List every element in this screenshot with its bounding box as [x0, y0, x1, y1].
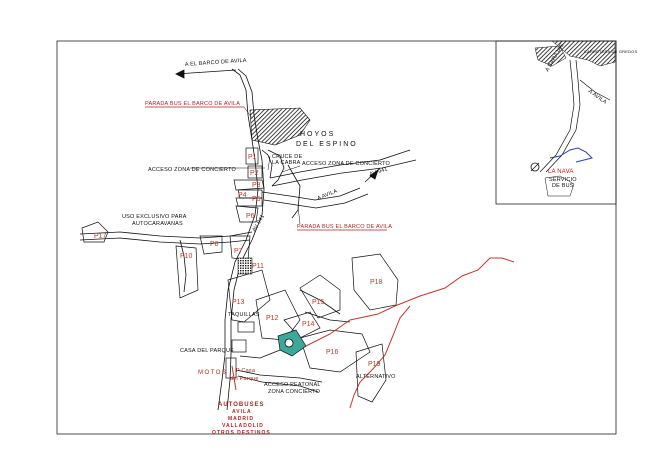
alternative-route-2: [349, 305, 411, 409]
parking-p16: P16: [326, 349, 339, 356]
alternative-label: ALTERNATIVO: [356, 374, 396, 380]
inset-bus-route: [549, 147, 593, 163]
parking-p11: P11: [252, 263, 264, 270]
parking-p14: P14: [302, 321, 315, 328]
p11-hatch: [237, 257, 253, 275]
destination-4: OTROS DESTINOS: [212, 430, 271, 436]
motorhome-label-2: AUTOCARAVANAS: [132, 221, 183, 227]
pedestrian-access-2: ZONA CONCIERTO: [268, 389, 321, 395]
inset-la-nava: LA NAVA: [548, 169, 574, 175]
parking-p5: P5: [252, 196, 261, 203]
cruce-label-2: LA CABRA: [272, 160, 301, 166]
parking-p15: P15: [312, 299, 325, 306]
destination-2: MADRID: [228, 416, 254, 422]
bus-stop-pointer-2: [297, 205, 301, 225]
parking-p2: P2: [250, 170, 259, 177]
motorbikes-label: MOTOS: [198, 370, 227, 376]
inset-map: A BARAJAS A AVILA CARRETERA DE GREDOS LA…: [530, 40, 637, 197]
inset-service-1: SERVICIO: [549, 177, 577, 183]
village-area: [249, 107, 311, 146]
concert-access-label-2: ACCESO ZONA DE CONCIERTO: [302, 161, 391, 167]
park-house-parking-2: del Parque: [230, 376, 259, 382]
bus-stop-label-1: PARADA BUS EL BARCO DE AVILA: [145, 101, 240, 107]
village-name-1: HOYOS: [300, 131, 335, 138]
parking-p18: P18: [370, 279, 383, 286]
parking-p17: P17: [94, 233, 107, 240]
alternative-route: [305, 257, 515, 347]
parking-p10: P10: [180, 253, 193, 260]
parking-p12: P12: [266, 315, 279, 322]
parking-p3: P3: [252, 182, 261, 189]
bus-stop-pointer-1: [243, 106, 253, 119]
parking-p8: P8: [210, 241, 219, 248]
parking-p4: P4: [238, 192, 247, 199]
callout-lines: [190, 155, 301, 173]
ticket-office-label: TAQUILLAS: [228, 312, 260, 318]
parking-p13: P13: [232, 299, 245, 306]
to-el-barco-label: A EL BARCO DE AVILA: [185, 58, 247, 68]
parking-p1-top: P1: [248, 154, 257, 161]
alternative-route-3: [231, 365, 237, 391]
parking-p6: P6: [246, 213, 255, 220]
pedestrian-access-1: ACCESO PEATONAL: [264, 382, 321, 388]
inset-town-area-2: [534, 45, 567, 67]
parking-labels: P1 P2 P3 P4 P5 P6 P7 P8 P10 P11 P12 P13 …: [94, 154, 383, 368]
cruce-label-1: CRUCE DE: [272, 154, 302, 160]
parking-p7: P7: [234, 248, 243, 255]
av941-label-1: AV 941: [369, 166, 389, 178]
destination-3: VALLADOLID: [222, 423, 264, 429]
buses-label: AUTOBUSES: [218, 402, 265, 408]
concert-access-label-1: ACCESO ZONA DE CONCIERTO: [148, 167, 237, 173]
to-avila-label: A AVILA: [317, 188, 339, 202]
inset-service-2: DE BUS: [552, 183, 574, 189]
bus-stop-label-2: PARADA BUS EL BARCO DE AVILA: [297, 224, 392, 230]
stage-icon: [284, 338, 294, 348]
parking-p19: P19: [368, 361, 381, 368]
park-house-parking-1: P Casa: [236, 368, 256, 374]
direction-arrows: [175, 69, 381, 183]
motorhome-label-1: USO EXCLUSIVO PARA: [122, 214, 187, 220]
park-house-label: CASA DEL PARQUE: [180, 348, 234, 354]
map-frame: [56, 40, 617, 435]
destination-1: AVILA: [232, 409, 252, 415]
roads: [79, 68, 417, 411]
inset-town-area: [551, 40, 616, 67]
inset-road-name: CARRETERA DE GREDOS: [584, 49, 637, 54]
parking-areas: [81, 147, 399, 403]
village-name-2: DEL ESPINO: [296, 141, 358, 148]
